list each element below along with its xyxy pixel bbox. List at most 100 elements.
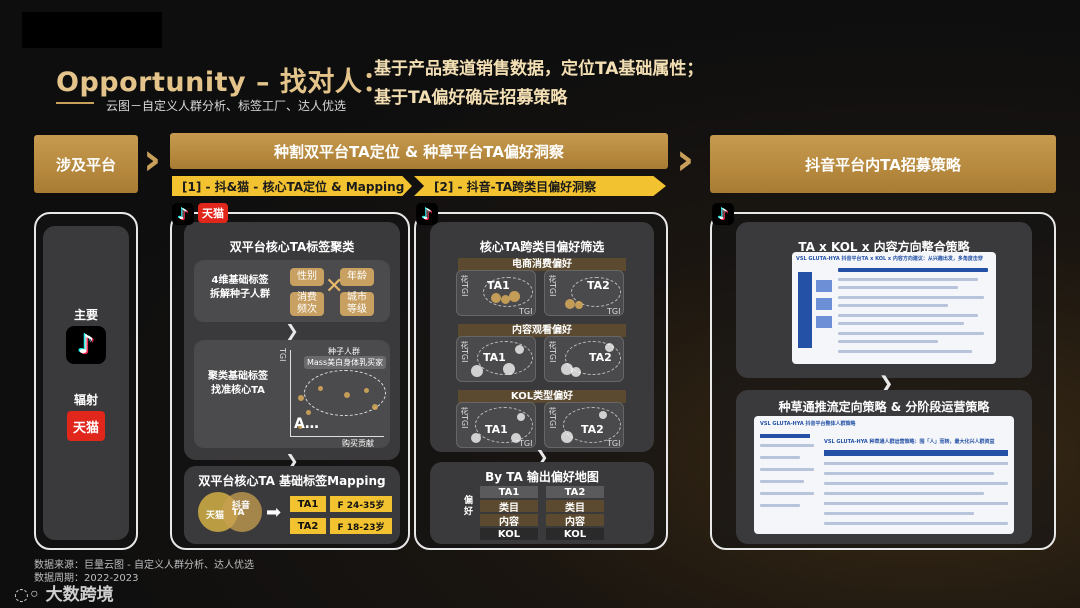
doc-line (838, 296, 984, 299)
doc-line (838, 286, 958, 289)
tmall-badge-icon: 天猫 (198, 203, 228, 223)
tgi-axis-label: TGI (278, 348, 287, 362)
tgi-label: 花TGI (548, 341, 557, 363)
doc-line (824, 472, 994, 475)
venn-circle-douyin (222, 492, 262, 532)
douyin-icon: ♪ (712, 203, 734, 225)
scatter-point (575, 301, 583, 309)
brand-name: 大数跨境 (45, 585, 114, 605)
scatter-point (372, 404, 378, 410)
card-title: 核心TA跨类目偏好筛选 (479, 240, 605, 254)
mapping-card: 双平台核心TA 基础标签Mapping 抖音 天猫 TA ➡ TA1 F 24-… (184, 466, 400, 544)
doc-line (760, 492, 814, 495)
doc-line (824, 512, 974, 515)
tgi-label: 花TGI (460, 407, 469, 429)
ta1-age: F 24-35岁 (330, 496, 392, 512)
cluster-card: 聚类基础标签 找准核心TA TGI 种子人群 Mass美白身体乳买家 A… 购买… (194, 340, 390, 448)
doc-line (838, 350, 972, 353)
douyin-icon: ♪ (172, 203, 194, 225)
map-side-label: 偏好 (464, 496, 474, 517)
tag-city-tier: 城市 等级 (340, 292, 374, 316)
map-header-ta1: TA1 (480, 486, 538, 498)
card-title: 双平台核心TA 基础标签Mapping (198, 474, 386, 488)
doc-block (760, 434, 810, 438)
strategy-doc-1: VSL GLUTA-HYA 抖音平台TA x KOL x 内容方向建议：从兴趣出… (792, 252, 996, 364)
headline-line-2: 基于TA偏好确定招募策略 (374, 88, 568, 108)
card-title: 双平台核心TA标签聚类 (229, 240, 355, 254)
chevron-down-icon: ❯ (285, 321, 299, 340)
card-title: 种草通推流定向策略 & 分阶段运营策略 (778, 400, 990, 414)
card-title: By TA 输出偏好地图 (485, 470, 599, 484)
a-label: A… (294, 416, 319, 432)
brand-watermark: ◌◦ 大数跨境 (14, 580, 114, 605)
ta1-label: TA1 (485, 423, 508, 436)
section-ecommerce: 电商消费偏好 (458, 258, 626, 271)
scatter-point (471, 365, 483, 377)
ellipse (475, 407, 533, 443)
scatter-point (298, 424, 303, 429)
chevron-down-icon: ❯ (535, 447, 549, 466)
doc-line (824, 482, 1008, 485)
doc-line (838, 340, 938, 343)
doc-sidebar (798, 272, 812, 348)
scatter-point (503, 363, 515, 375)
chevron-right-icon: › (676, 134, 695, 185)
tgi-label: TGI (607, 307, 621, 316)
tgi-label: 花TGI (460, 275, 469, 297)
recruit-strategy-panel: TA x KOL x 内容方向整合策略 VSL GLUTA-HYA 抖音平台TA… (710, 212, 1056, 550)
douyin-icon: ♪ (416, 203, 438, 225)
data-source: 数据来源：巨量云图 - 自定义人群分析、达人优选 (34, 560, 254, 571)
tgi-label: TGI (519, 439, 533, 448)
doc-line (760, 480, 804, 483)
integration-card: TA x KOL x 内容方向整合策略 VSL GLUTA-HYA 抖音平台TA… (736, 222, 1032, 378)
scatter-point (511, 433, 521, 443)
ta1-label: TA1 (487, 279, 510, 292)
tag-gender: 性别 (290, 268, 324, 286)
doc-line (838, 304, 948, 307)
tgi-label: 花TGI (548, 275, 557, 297)
doc-line (838, 332, 984, 335)
tab-core-ta: [1] - 抖&猫 - 核心TA定位 & Mapping (172, 176, 412, 196)
card-title: TA x KOL x 内容方向整合策略 (798, 240, 970, 254)
platform-bar: 涉及平台 (34, 135, 138, 193)
ellipse (477, 341, 533, 375)
scatter-point (515, 345, 524, 354)
cluster-ellipse (304, 370, 386, 416)
page-subtitle: 云图－自定义人群分析、标签工厂、达人优选 (106, 99, 347, 113)
map-cell: 类目 (480, 500, 538, 514)
scatter-point (298, 395, 304, 401)
ellipse (563, 407, 621, 443)
doc-title: VSL GLUTA-HYA 抖音平台整体人群策略 (760, 421, 856, 427)
map-cell: 类目 (546, 500, 604, 514)
title-underline (56, 102, 94, 104)
chevron-right-icon: › (143, 134, 162, 185)
doc-line (838, 322, 964, 325)
main-platform-label: 主要 (73, 308, 98, 322)
ellipse (483, 277, 533, 307)
cross-category-panel: 核心TA跨类目偏好筛选 电商消费偏好 花TGI TA1 TGI 花TGI TA2… (414, 212, 668, 550)
section-content: 内容观看偏好 (458, 324, 626, 337)
map-cell: KOL (546, 528, 604, 540)
purchase-label: 购买贡献 (342, 439, 374, 448)
map-cell: KOL (480, 528, 538, 540)
ta2-badge: TA2 (290, 518, 326, 534)
section-kol: KOL类型偏好 (458, 390, 626, 403)
headline-line-1: 基于产品赛道销售数据，定位TA基础属性； (374, 59, 704, 79)
data-period: 数据周期：2022-2023 (34, 573, 139, 584)
venn-douyin-label: 抖音 (232, 501, 251, 511)
preference-map-card: By TA 输出偏好地图 偏好 TA1 TA2 类目 类目 内容 内容 KOL … (430, 462, 654, 544)
middle-bar: 种割双平台TA定位 & 种草平台TA偏好洞察 (170, 133, 668, 169)
scatter-point (471, 433, 481, 443)
tag-age: 年龄 (340, 268, 374, 286)
core-ta-panel: 双平台核心TA标签聚类 4维基础标签 拆解种子人群 性别 年龄 消费 频次 城市… (170, 212, 410, 550)
page-title: Opportunity – 找对人： (56, 67, 390, 98)
scatter-point (344, 392, 350, 398)
map-header-ta2: TA2 (546, 486, 604, 498)
brand-logo-icon: ◌◦ (14, 585, 46, 605)
cross-icon: ✕ (325, 274, 344, 299)
tgi-label: 花TGI (460, 341, 469, 363)
doc-block (816, 298, 832, 310)
tag-frequency: 消费 频次 (290, 292, 324, 316)
ta2-label: TA2 (581, 423, 604, 436)
delivery-card: 种草通推流定向策略 & 分阶段运营策略 VSL GLUTA-HYA 抖音平台整体… (736, 390, 1032, 544)
